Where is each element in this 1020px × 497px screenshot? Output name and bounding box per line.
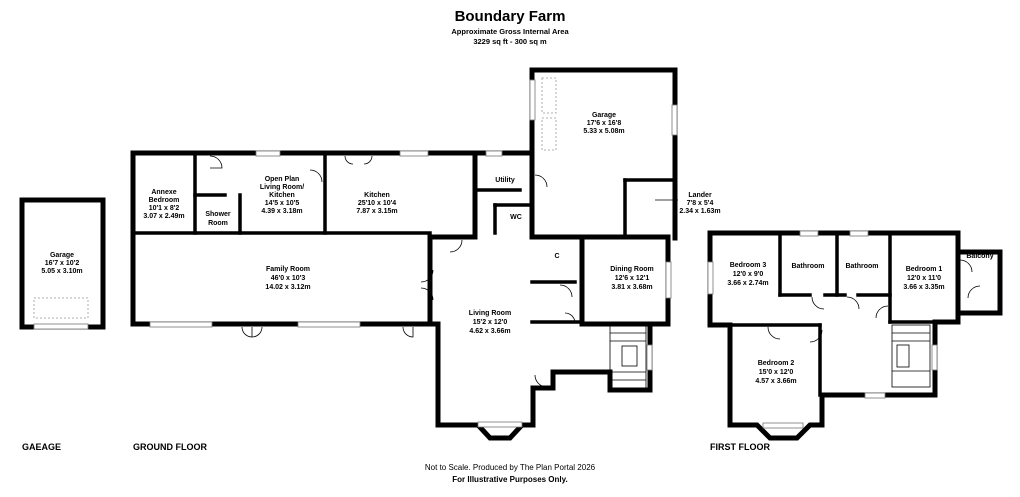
first-floor-plan [707, 230, 1003, 441]
page-title: Boundary Farm [454, 8, 566, 25]
floor-label-garage: GAEAGE [22, 442, 62, 452]
room-label-cupboard: C [554, 253, 559, 260]
floor-label-first: FIRST FLOOR [710, 442, 770, 452]
room-label-balcony: Balcony [966, 253, 993, 260]
area-value: 3229 sq ft - 300 sq m [473, 37, 547, 46]
disclaimer-scale: Not to Scale. Produced by The Plan Porta… [424, 463, 596, 472]
ground-stairs [609, 324, 647, 389]
room-label-wc: WC [510, 214, 522, 221]
floor-label-ground: GROUND FLOOR [133, 442, 207, 452]
room-label-bathroom-2: Bathroom [845, 263, 878, 270]
room-label-utility: Utility [495, 177, 515, 184]
ground-floor-plan [130, 67, 678, 441]
first-stairs [891, 324, 931, 388]
area-caption: Approximate Gross Internal Area [451, 27, 569, 36]
disclaimer-illustrative: For Illustrative Purposes Only. [452, 475, 568, 484]
detached-garage [19, 197, 106, 330]
room-label-bathroom-1: Bathroom [791, 263, 824, 270]
